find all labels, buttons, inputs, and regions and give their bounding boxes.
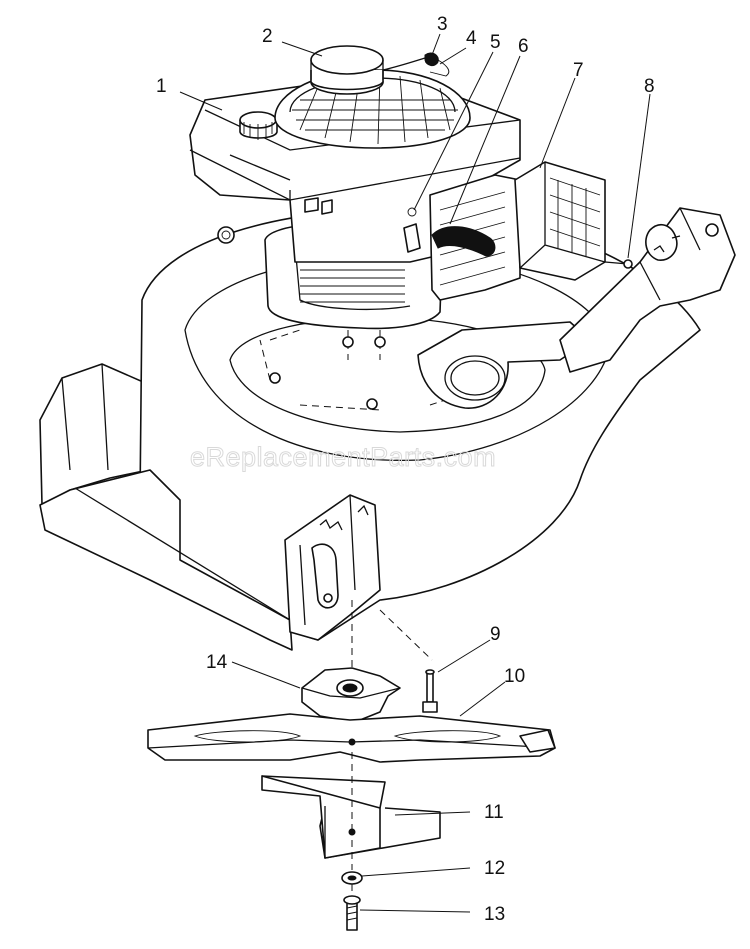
callout-8: 8	[644, 76, 655, 97]
watermark-text: eReplacementParts.com	[190, 442, 496, 472]
callout-4: 4	[466, 28, 477, 49]
mounting-bolt	[422, 669, 438, 713]
mower-blade	[147, 713, 556, 763]
engine	[189, 45, 633, 670]
blade-stiffener	[261, 752, 441, 859]
callout-1: 1	[156, 76, 167, 97]
callout-9: 9	[490, 624, 501, 645]
callout-14: 14	[206, 652, 228, 673]
callout-numbers: 1 2 3 4 5 6 7 8 9 10 11 12 13 14	[156, 14, 655, 925]
blade-adapter	[301, 667, 401, 723]
callout-11: 11	[484, 802, 504, 823]
callout-13: 13	[484, 904, 505, 925]
callout-12: 12	[484, 858, 505, 879]
callout-5: 5	[490, 32, 501, 53]
callout-2: 2	[262, 26, 273, 47]
callout-3: 3	[437, 14, 448, 35]
callout-7: 7	[573, 60, 584, 81]
callout-10: 10	[504, 666, 525, 687]
callout-6: 6	[518, 36, 529, 57]
leader-lines	[179, 33, 651, 913]
washer-and-bolt	[341, 840, 363, 931]
